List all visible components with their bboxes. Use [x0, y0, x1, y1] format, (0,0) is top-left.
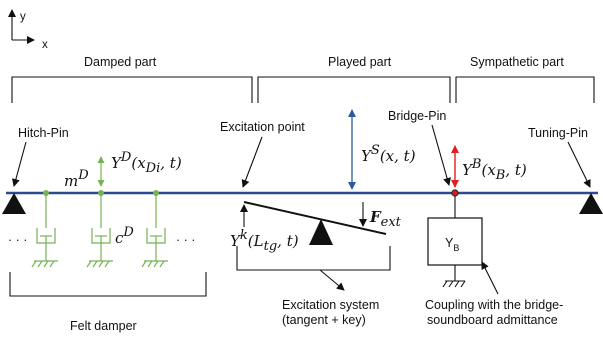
admittance-box-label: YB — [445, 236, 459, 253]
excitation-point-label: Excitation point — [220, 120, 305, 134]
admittance-box — [427, 217, 483, 266]
bridge-pin: Bridge-Pin YB(xB, t) YB Coupling with th… — [388, 109, 563, 327]
damper-unit-2 — [86, 156, 113, 268]
dots-left: · · · — [8, 233, 27, 247]
mass-label: mD — [64, 168, 89, 190]
coupling-label-1: Coupling with the bridge- — [425, 298, 563, 312]
hitch-pin-triangle-icon — [2, 193, 26, 214]
string-displacement: YS(x, t) — [348, 109, 416, 190]
coordinate-axes: y x — [8, 9, 48, 51]
excitation-system: Yk(Ltg, t) Fext Excitation system (tange… — [230, 201, 402, 327]
played-part-label: Played part — [328, 55, 392, 69]
section-headers: Damped part Played part Sympathetic part — [11, 55, 595, 103]
hitch-pin: Hitch-Pin — [2, 126, 69, 214]
felt-damper: · · · · · · — [8, 156, 207, 333]
tuning-pin-triangle-icon — [579, 193, 603, 214]
damped-part-label: Damped part — [84, 55, 157, 69]
x-axis-label: x — [42, 39, 48, 51]
key-lever — [243, 201, 387, 235]
dots-right: · · · — [176, 233, 195, 247]
bridge-displacement-label: YB(xB, t) — [462, 157, 527, 183]
string-displacement-label: YS(x, t) — [361, 143, 416, 165]
tangent-displacement-label: Yk(Ltg, t) — [230, 228, 299, 254]
played-part-bracket — [257, 76, 451, 103]
sympathetic-part-label: Sympathetic part — [470, 55, 564, 69]
key-pivot-triangle-icon — [309, 219, 333, 245]
sympathetic-part-bracket — [455, 76, 595, 103]
tuning-pin: Tuning-Pin — [528, 126, 603, 214]
felt-damper-label: Felt damper — [70, 319, 137, 333]
bridge-pin-dot — [451, 189, 459, 197]
coupling-label-2: soundboard admittance — [427, 313, 558, 327]
damped-part-bracket — [11, 76, 253, 103]
y-axis-label: y — [20, 11, 26, 23]
bridge-pin-label: Bridge-Pin — [388, 109, 446, 123]
excitation-system-label-2: (tangent + key) — [282, 313, 366, 327]
damper-displacement-label: YD(xDi, t) — [111, 150, 182, 176]
excitation-system-label-1: Excitation system — [282, 298, 379, 312]
hitch-pin-label: Hitch-Pin — [18, 126, 69, 140]
felt-damper-bracket — [9, 272, 207, 297]
excitation-system-bracket — [236, 246, 391, 271]
damper-unit-1 — [31, 190, 58, 268]
damper-unit-3 — [141, 190, 168, 268]
tuning-pin-label: Tuning-Pin — [528, 126, 588, 140]
external-force-label: Fext — [369, 208, 402, 230]
damping-coefficient-label: cD — [115, 225, 134, 247]
excitation-point: Excitation point — [220, 120, 305, 188]
